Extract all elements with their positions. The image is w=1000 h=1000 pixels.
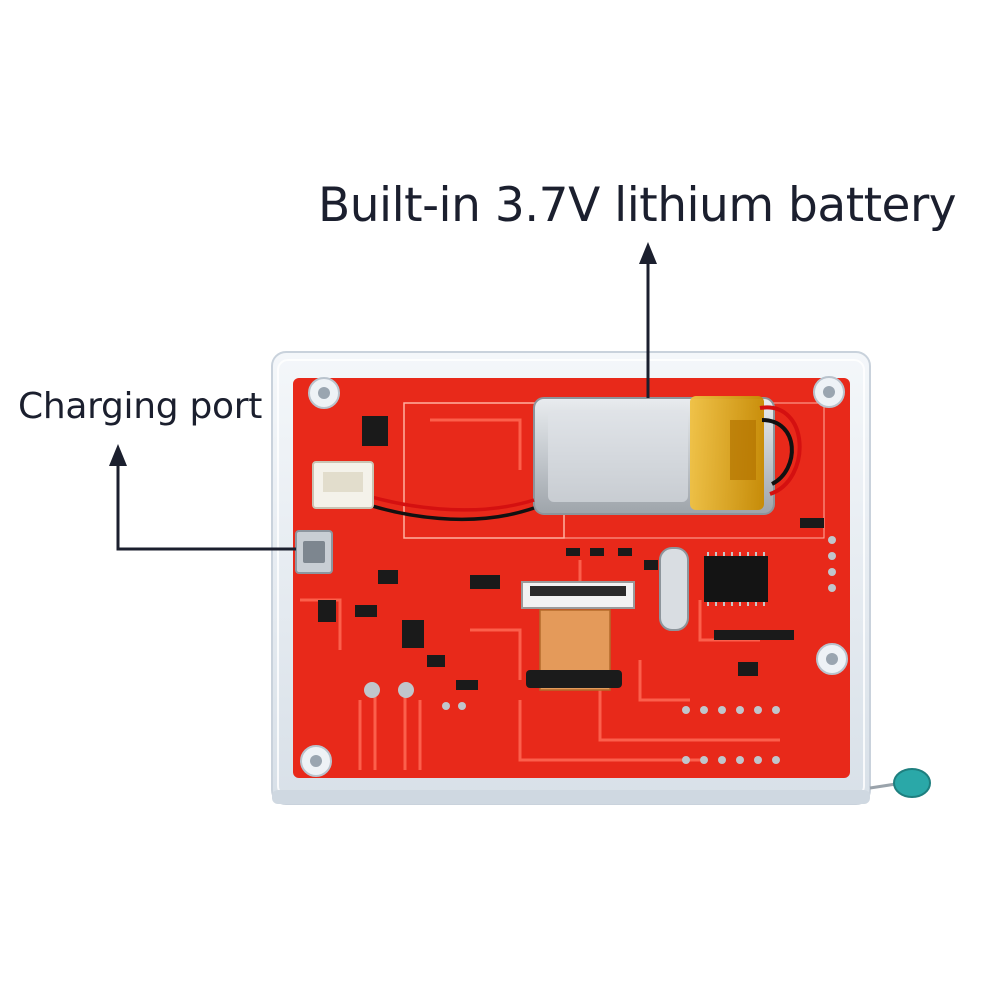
- battery-connector: [312, 461, 374, 509]
- arrow-up-icon: [109, 444, 127, 466]
- screw-icon: [300, 376, 848, 777]
- display-ribbon: [521, 581, 635, 691]
- microcontroller-chip: [704, 552, 768, 606]
- test-probe: [869, 768, 931, 798]
- header-pins: [364, 536, 836, 764]
- smd-components: [318, 416, 824, 690]
- charging-port-callout-label: Charging port: [18, 386, 263, 427]
- port-callout-line: [116, 462, 296, 551]
- arrow-up-icon: [639, 242, 657, 264]
- micro-usb-port: [295, 530, 333, 574]
- lithium-battery: [365, 396, 802, 522]
- battery-callout-label: Built-in 3.7V lithium battery: [318, 178, 957, 233]
- crystal-oscillator: [659, 547, 689, 631]
